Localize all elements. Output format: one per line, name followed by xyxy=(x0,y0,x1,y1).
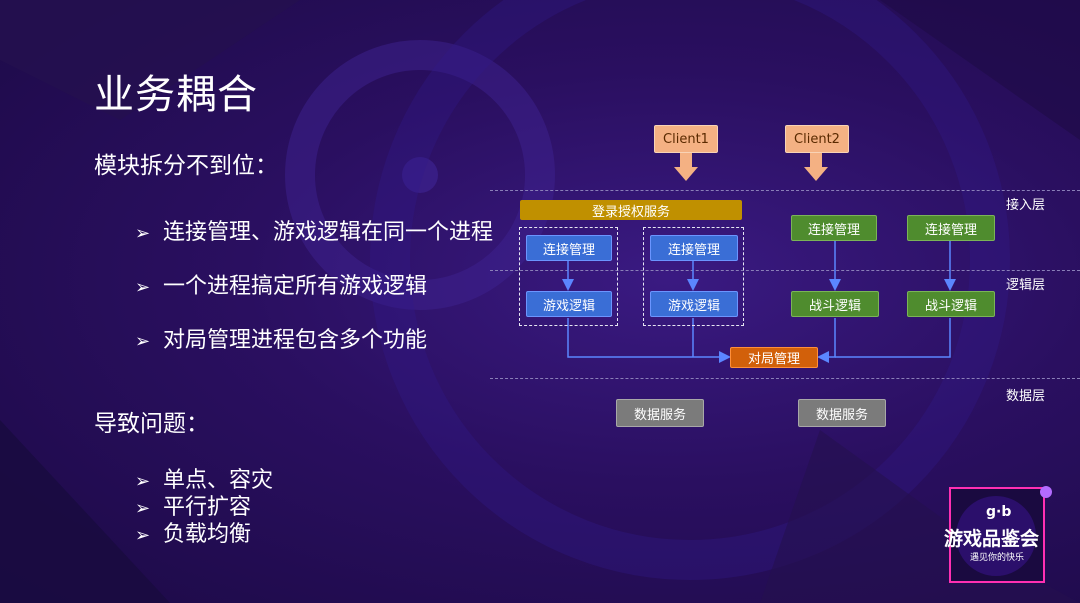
layer-divider-access xyxy=(490,190,1080,191)
arrow-bullet-icon: ➢ xyxy=(135,277,151,298)
layer-label-access: 接入层 xyxy=(1006,198,1046,213)
game-process-group-1 xyxy=(519,227,618,326)
client1-down-arrow xyxy=(674,153,698,181)
bullet-text: 负载均衡 xyxy=(163,522,252,547)
connection-mgmt-node-1: 连接管理 xyxy=(526,235,612,261)
data-service-node-1: 数据服务 xyxy=(616,399,704,427)
bullet-text: 一个进程搞定所有游戏逻辑 xyxy=(163,274,428,299)
bullet-text: 平行扩容 xyxy=(163,495,252,520)
match-mgmt-node: 对局管理 xyxy=(730,347,818,368)
battle-logic-node-1: 战斗逻辑 xyxy=(791,291,879,317)
bullet-6: ➢ 负载均衡 xyxy=(135,516,251,548)
connection-mgmt-node-4: 连接管理 xyxy=(907,215,995,241)
client1-node: Client1 xyxy=(654,125,718,153)
bullet-4: ➢ 单点、容灾 xyxy=(135,462,273,494)
connection-mgmt-node-2: 连接管理 xyxy=(650,235,738,261)
bullet-2: ➢ 一个进程搞定所有游戏逻辑 xyxy=(135,268,427,300)
client2-down-arrow xyxy=(804,153,828,181)
layer-divider-data xyxy=(490,378,1080,379)
arrow-bullet-icon: ➢ xyxy=(135,525,151,546)
game-logic-node-1: 游戏逻辑 xyxy=(526,291,612,317)
bullet-5: ➢ 平行扩容 xyxy=(135,489,251,521)
logo-tagline: 遇见你的快乐 xyxy=(970,553,1025,563)
arrow-bullet-icon: ➢ xyxy=(135,223,151,244)
connection-mgmt-node-3: 连接管理 xyxy=(791,215,877,241)
game-logic-node-2: 游戏逻辑 xyxy=(650,291,738,317)
arrow-bullet-icon: ➢ xyxy=(135,498,151,519)
layer-label-data: 数据层 xyxy=(1006,389,1046,404)
logo-brand: g·b xyxy=(986,504,1012,520)
logo-name: 游戏品鉴会 xyxy=(944,528,1040,550)
layer-divider-logic xyxy=(490,270,1080,271)
bullet-text: 对局管理进程包含多个功能 xyxy=(163,328,428,353)
bullet-text: 连接管理、游戏逻辑在同一个进程 xyxy=(163,220,494,245)
bullet-3: ➢ 对局管理进程包含多个功能 xyxy=(135,322,427,354)
battle-logic-node-2: 战斗逻辑 xyxy=(907,291,995,317)
login-auth-service: 登录授权服务 xyxy=(520,200,742,220)
logo-badge-icon xyxy=(949,486,1052,583)
section-heading-consequences: 导致问题： xyxy=(94,411,209,437)
slide-title: 业务耦合 xyxy=(94,72,258,118)
client2-node: Client2 xyxy=(785,125,849,153)
bullet-text: 单点、容灾 xyxy=(163,468,274,493)
layer-label-logic: 逻辑层 xyxy=(1006,278,1046,293)
data-service-node-2: 数据服务 xyxy=(798,399,886,427)
game-process-group-2 xyxy=(643,227,744,326)
arrow-bullet-icon: ➢ xyxy=(135,471,151,492)
event-logo: g·b 游戏品鉴会 遇见你的快乐 xyxy=(944,484,1056,594)
section-heading-problems: 模块拆分不到位： xyxy=(94,153,278,179)
arrow-bullet-icon: ➢ xyxy=(135,331,151,352)
bullet-1: ➢ 连接管理、游戏逻辑在同一个进程 xyxy=(135,214,493,246)
